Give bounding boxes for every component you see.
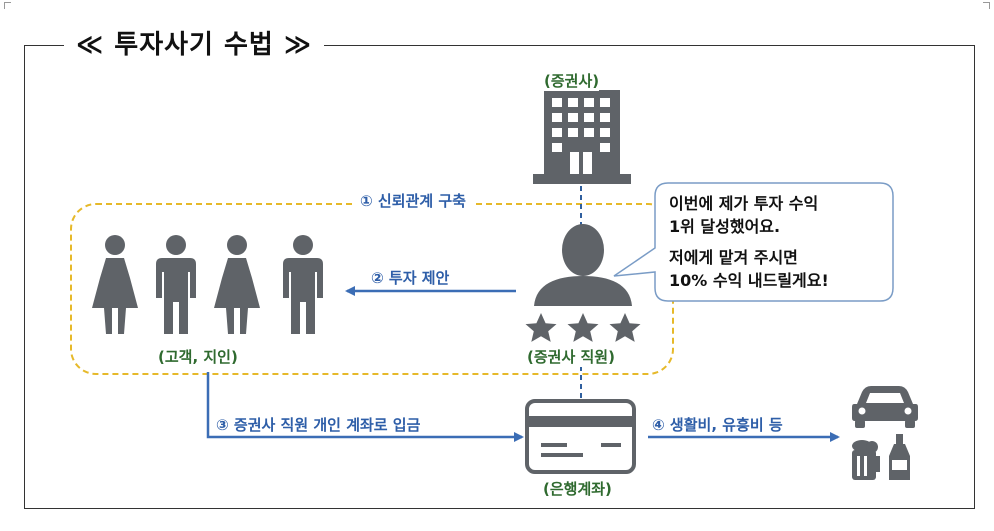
speech-line-2: 1위 달성했어요. bbox=[669, 217, 781, 236]
diagram-title: ≪ 투자사기 수법 ≫ bbox=[64, 28, 325, 62]
bottle-icon bbox=[889, 434, 910, 480]
speech-bubble-shape bbox=[613, 182, 894, 302]
corner-mark-left bbox=[4, 2, 11, 9]
corner-mark-right bbox=[983, 2, 990, 9]
step3-label: ③ 증권사 직원 개인 계좌로 입금 bbox=[216, 414, 421, 435]
bank-label: (은행계좌) bbox=[543, 478, 612, 499]
speech-line-4: 10% 수익 내드릴게요! bbox=[669, 271, 829, 290]
employee-person-icon bbox=[534, 224, 632, 306]
car-icon bbox=[852, 386, 918, 428]
title-right-mark: ≫ bbox=[283, 30, 313, 60]
company-label: (증권사) bbox=[544, 70, 600, 91]
speech-line-3: 저에게 맡겨 주시면 bbox=[669, 248, 798, 267]
step4-label: ④ 생활비, 유흥비 등 bbox=[652, 414, 783, 435]
beer-mug-icon bbox=[852, 440, 880, 480]
building-icon bbox=[533, 90, 631, 184]
man-icon bbox=[283, 235, 323, 334]
woman-icon bbox=[214, 235, 260, 334]
step2-label: ② 투자 제안 bbox=[371, 267, 450, 288]
diagram-frame bbox=[24, 45, 975, 509]
bank-card-icon bbox=[525, 399, 636, 474]
customers-icon bbox=[92, 235, 323, 334]
rating-stars-icon bbox=[525, 313, 641, 342]
speech-bubble-text: 이번에 제가 투자 수익 1위 달성했어요. 저에게 맡겨 주시면 10% 수익 내… bbox=[669, 192, 889, 292]
title-text: 투자사기 수법 bbox=[114, 30, 274, 60]
deposit-arrow bbox=[206, 372, 524, 442]
woman-icon bbox=[92, 235, 138, 334]
customers-label: (고객, 지인) bbox=[158, 346, 238, 367]
step1-label: ① 신뢰관계 구축 bbox=[352, 190, 474, 211]
employee-label: (증권사 직원) bbox=[527, 346, 615, 367]
speech-line-1: 이번에 제가 투자 수익 bbox=[669, 194, 819, 213]
title-left-mark: ≪ bbox=[76, 30, 105, 60]
man-icon bbox=[156, 235, 196, 334]
